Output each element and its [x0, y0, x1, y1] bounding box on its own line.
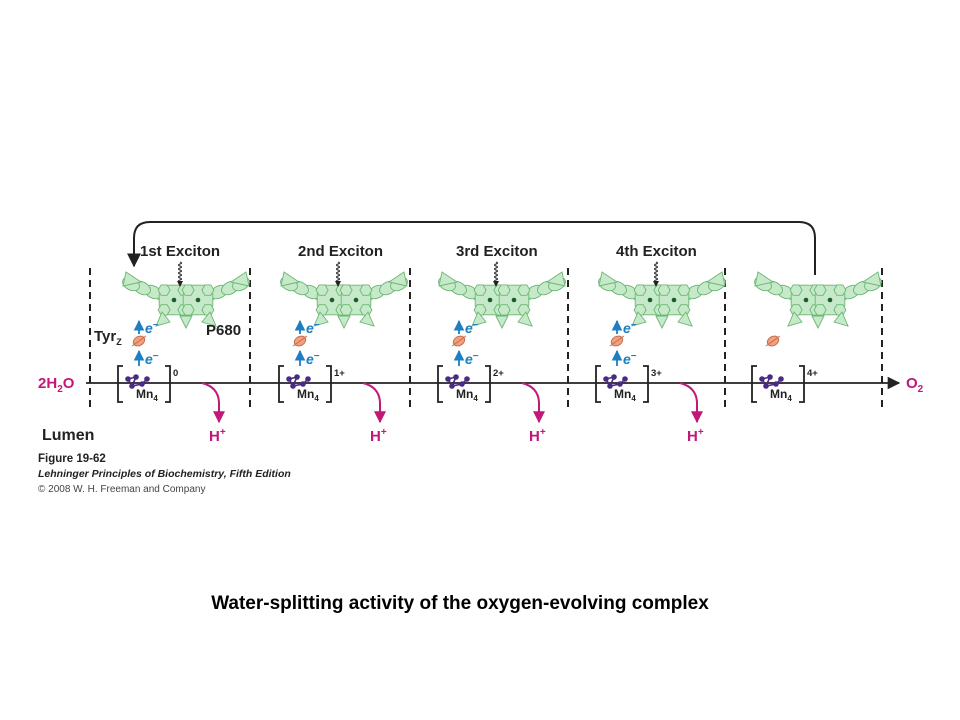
mn4-cluster-icon: [445, 374, 470, 389]
electron-label: e−: [465, 320, 479, 336]
proton-release-arrow: [362, 382, 386, 424]
proton-release-arrow: [679, 382, 703, 424]
mn4-cluster-icon: [125, 374, 150, 389]
p680-pigment-icon: [280, 271, 408, 330]
oxygen-label: O2: [906, 375, 924, 395]
photon-squiggle: [653, 261, 659, 283]
photon-squiggle: [493, 261, 499, 283]
oxidation-state: 0: [173, 368, 178, 379]
exciton-label: 4th Exciton: [616, 243, 697, 260]
water-label: 2H2O: [38, 375, 75, 395]
proton-label: H+: [687, 427, 704, 445]
tyr-z-label: TyrZ: [94, 328, 122, 347]
mn4-label: Mn4: [456, 387, 478, 403]
electron-label: e−: [306, 351, 320, 367]
mn4-cluster-icon: [286, 374, 311, 389]
oxidation-state: 2+: [493, 368, 504, 379]
stage-0: 1st Exciton e− e− H+ Mn4 0: [117, 243, 250, 445]
lumen-label: Lumen: [42, 427, 94, 444]
proton-release-arrow: [201, 382, 225, 424]
electron-label: e−: [465, 351, 479, 367]
oxidation-state: 3+: [651, 368, 662, 379]
p680-label: P680: [206, 322, 241, 339]
p680-pigment-icon: [754, 271, 882, 330]
exciton-label: 1st Exciton: [140, 243, 220, 260]
oxidation-state: 1+: [334, 368, 345, 379]
copyright: © 2008 W. H. Freeman and Company: [38, 484, 205, 495]
mn4-cluster-icon: [759, 374, 784, 389]
p680-pigment-icon: [122, 271, 250, 330]
stage-1: 2nd Exciton e− e− H+ Mn4 1+: [278, 243, 408, 445]
oxidation-state: 4+: [807, 368, 818, 379]
electron-label: e−: [623, 351, 637, 367]
photon-squiggle: [177, 261, 183, 283]
mn4-label: Mn4: [136, 387, 158, 403]
mn4-label: Mn4: [614, 387, 636, 403]
mn4-label: Mn4: [770, 387, 792, 403]
return-arrow: [127, 221, 816, 275]
proton-release-arrow: [521, 382, 545, 424]
caption: Water-splitting activity of the oxygen-e…: [211, 593, 709, 614]
proton-label: H+: [529, 427, 546, 445]
mn4-state-2: Mn4 2+: [437, 365, 504, 403]
photon-squiggle: [335, 261, 341, 283]
mn4-state-4: Mn4 4+: [751, 365, 818, 403]
stage-2: 3rd Exciton e− e− H+ Mn4 2+: [437, 243, 566, 445]
mn4-state-3: Mn4 3+: [595, 365, 662, 403]
electron-label: e−: [145, 320, 159, 336]
mn4-state-0: Mn4 0: [117, 365, 178, 403]
exciton-label: 3rd Exciton: [456, 243, 538, 260]
p680-pigment-icon: [438, 271, 566, 330]
figure-number: Figure 19-62: [38, 453, 106, 465]
stages: 1st Exciton e− e− H+ Mn4 0 2nd Exciton e− e− H+ Mn…: [117, 243, 882, 445]
book-title: Lehninger Principles of Biochemistry, Fi…: [38, 468, 291, 480]
electron-label: e−: [306, 320, 320, 336]
stage-3: 4th Exciton e− e− H+ Mn4 3+: [595, 243, 726, 445]
mn4-state-1: Mn4 1+: [278, 365, 345, 403]
proton-label: H+: [370, 427, 387, 445]
electron-label: e−: [145, 351, 159, 367]
stage-4: Mn4 4+: [751, 271, 882, 403]
electron-label: e−: [623, 320, 637, 336]
mn4-label: Mn4: [297, 387, 319, 403]
exciton-label: 2nd Exciton: [298, 243, 383, 260]
p680-pigment-icon: [598, 271, 726, 330]
mn4-cluster-icon: [603, 374, 628, 389]
proton-label: H+: [209, 427, 226, 445]
